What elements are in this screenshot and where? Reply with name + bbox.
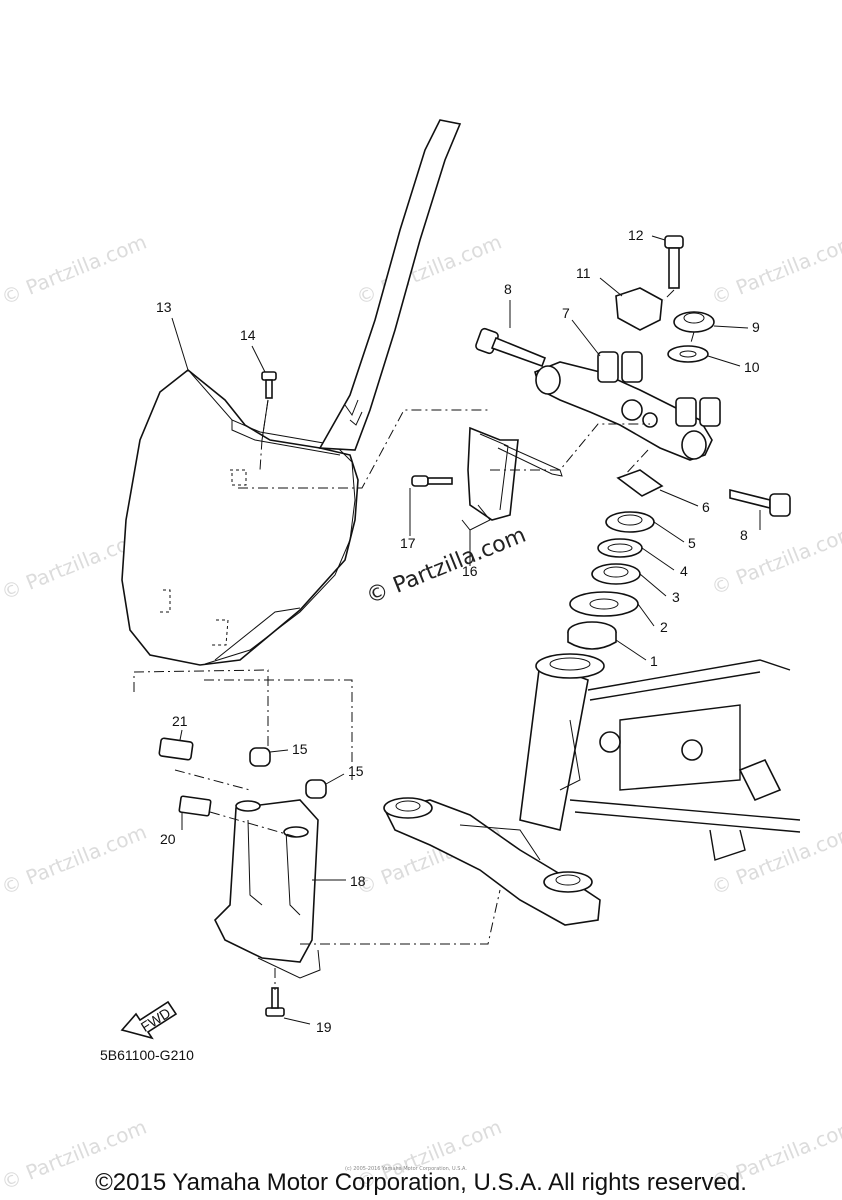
callout-3: 3 (672, 589, 680, 605)
callout-7: 7 (562, 305, 570, 321)
callout-13: 13 (156, 299, 172, 315)
bracket-18 (158, 737, 327, 1017)
callout-6: 6 (702, 499, 710, 515)
watermark-tile: © Partzilla.com (708, 820, 842, 900)
watermark-tile: © Partzilla.com (708, 520, 842, 600)
upper-bracket-assembly (475, 235, 791, 517)
number-plate (121, 119, 462, 666)
callout-9: 9 (752, 319, 760, 335)
callout-1: 1 (650, 653, 658, 669)
callout-8-left: 8 (504, 281, 512, 297)
callout-18: 18 (350, 873, 366, 889)
steering-stack (567, 469, 664, 650)
callout-15-left: 15 (292, 741, 308, 757)
watermark-tile: © Partzilla.com (353, 230, 505, 310)
callout-12: 12 (628, 227, 644, 243)
callout-21: 21 (172, 713, 188, 729)
small-copyright: (c) 2005-2016 Yamaha Motor Corporation, … (345, 1166, 467, 1172)
callout-2: 2 (660, 619, 668, 635)
frame (519, 653, 801, 861)
fwd-arrow: FWD (120, 1000, 178, 1040)
part-code: 5B61100-G210 (100, 1047, 194, 1063)
lower-bracket (383, 797, 601, 926)
callout-16: 16 (462, 563, 478, 579)
leader-lines (171, 235, 761, 1025)
callout-17: 17 (400, 535, 416, 551)
watermark-tile: © Partzilla.com (0, 820, 150, 900)
callout-20: 20 (160, 831, 176, 847)
watermark-tile: © Partzilla.com (0, 230, 150, 310)
copyright-text: ©2015 Yamaha Motor Corporation, U.S.A. A… (95, 1169, 747, 1196)
wire-guide-16 (411, 426, 563, 531)
callout-14: 14 (240, 327, 256, 343)
callout-8-right: 8 (740, 527, 748, 543)
assembly-lines (133, 289, 695, 990)
callout-5: 5 (688, 535, 696, 551)
watermark-tile: © Partzilla.com (708, 230, 842, 310)
callout-10: 10 (744, 359, 760, 375)
callout-15-right: 15 (348, 763, 364, 779)
watermark-center: © Partzilla.com (363, 523, 530, 610)
callout-labels: 1 2 3 4 5 6 7 8 8 9 10 11 12 13 14 15 15… (156, 227, 760, 1035)
callout-19: 19 (316, 1019, 332, 1035)
screw-14 (261, 371, 277, 441)
callout-11: 11 (576, 265, 591, 281)
callout-4: 4 (680, 563, 688, 579)
